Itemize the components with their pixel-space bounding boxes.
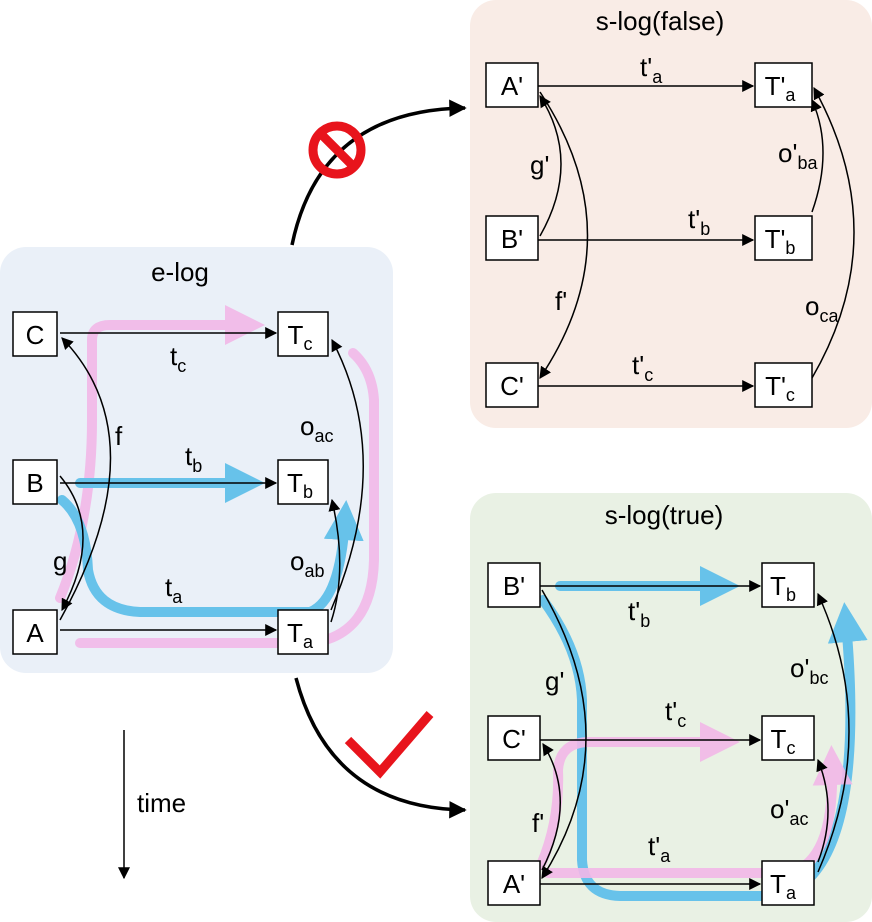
sfalse-edge-oca [811,86,855,379]
svg-text:T'c: T'c [765,371,795,405]
elog-pink-path [75,348,379,648]
svg-text:T'a: T'a [765,71,797,105]
sfalse-edge-oba [810,98,824,213]
sfalse-node-c: C' [485,362,539,408]
elog-label-oab: oab [290,546,325,581]
svg-text:B': B' [503,571,525,601]
sfalse-label-tc: t'c [632,350,653,385]
svg-text:A': A' [501,71,523,101]
svg-text:T'b: T'b [765,224,796,258]
strue-node-c: C' [487,715,541,761]
elog-label-oac: oac [300,411,333,446]
sfalse-edge-f [539,91,589,379]
strue-edge-obc [817,592,850,873]
elog-label-tc: tc [170,341,186,376]
elog-title: e-log [151,257,209,287]
elog-label-g: g [53,546,67,576]
sfalse-node-tb: T'b [754,215,813,261]
elog-node-b: B [12,459,58,505]
svg-text:Ta: Ta [770,869,797,903]
sfalse-node-tc: T'c [754,362,813,408]
svg-text:A': A' [503,869,525,899]
svg-text:Tb: Tb [770,571,796,605]
svg-text:Ta: Ta [287,618,314,652]
strue-label-obc: o'bc [790,653,828,688]
svg-text:Tc: Tc [288,320,313,354]
elog-edge-f [59,337,112,621]
elog-pink-path-lower [55,305,265,603]
svg-text:B': B' [501,224,523,254]
elog-node-tc: Tc [277,311,329,357]
elog-node-ta: Ta [277,609,329,655]
arrow-to-slog-true [294,677,467,819]
checkmark-icon [344,711,434,779]
slog-false-title: s-log(false) [596,6,725,36]
sfalse-node-b: B' [485,215,539,261]
strue-label-tc: t'c [665,696,686,731]
elog-blue-path-lower [57,495,364,617]
sfalse-label-oba: o'ba [778,138,818,173]
elog-node-a: A [12,609,58,655]
svg-text:C': C' [502,724,526,754]
strue-node-a: A' [487,860,541,906]
elog-label-f: f [115,421,123,451]
slog-true-title: s-log(true) [605,500,723,530]
svg-text:A: A [26,618,44,648]
sfalse-label-g: g' [530,150,549,180]
prohibited-icon [308,121,366,179]
elog-label-ta: ta [165,572,183,607]
svg-text:Tb: Tb [287,468,313,502]
strue-label-tb: t'b [628,596,650,631]
sfalse-node-ta: T'a [754,62,813,108]
strue-edge-f [541,742,561,871]
strue-label-g: g' [545,666,564,696]
elog-edge-g [59,475,84,612]
svg-text:B: B [26,468,43,498]
svg-text:Tc: Tc [771,724,796,758]
elog-label-tb: tb [185,441,202,476]
svg-text:C': C' [500,371,524,401]
elog-node-tb: Tb [277,459,329,505]
strue-label-f: f' [532,808,544,838]
sfalse-label-ta: t'a [640,52,663,87]
sfalse-label-oca: oca [805,291,839,326]
svg-text:C: C [26,320,45,350]
strue-edge-oac [816,758,829,863]
strue-edge-g [541,589,587,880]
strue-pink-path-top [536,722,740,870]
strue-node-tc: Tc [761,715,815,761]
strue-label-oac: o'ac [770,794,808,829]
sfalse-label-f: f' [555,286,567,316]
sfalse-edge-g [539,94,562,237]
arrow-to-slog-false [290,99,467,246]
sfalse-node-a: A' [485,62,539,108]
strue-node-ta: Ta [761,860,815,906]
sfalse-label-tb: t'b [688,204,710,239]
elog-edge-oac [330,338,364,611]
strue-node-tb: Tb [761,562,815,608]
elog-node-c: C [12,311,58,357]
strue-label-ta: t'a [648,831,671,866]
time-label: time [137,788,186,818]
elog-edge-oab [328,498,341,623]
strue-node-b: B' [487,562,541,608]
